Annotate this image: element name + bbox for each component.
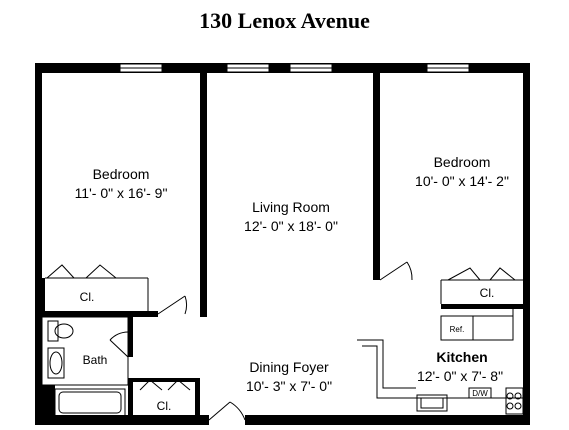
closet-left: [45, 264, 149, 311]
bedroom-left-dims: 11'- 0" x 16'- 9": [75, 185, 168, 201]
bath-fixtures: [41, 316, 129, 417]
dining-foyer-dims: 10'- 3" x 7'- 0": [246, 378, 332, 394]
room-labels: Bedroom 11'- 0" x 16'- 9" Living Room 12…: [75, 154, 509, 413]
living-room-name: Living Room: [252, 199, 330, 215]
bath-label: Bath: [83, 353, 108, 367]
closet-bottom: [139, 379, 191, 391]
plan-title: 130 Lenox Avenue: [199, 8, 370, 33]
interior-walls: [42, 73, 523, 425]
living-room-dims: 12'- 0" x 18'- 0": [244, 218, 338, 234]
closet-right-label: Cl.: [480, 286, 495, 300]
kitchen-counters: [357, 309, 524, 415]
bedroom-right-name: Bedroom: [434, 154, 491, 170]
bedroom-right-dims: 10'- 0" x 14'- 2": [415, 173, 509, 189]
closet-bottom-label: Cl.: [157, 399, 172, 413]
windows: [119, 63, 470, 73]
closet-right: [440, 267, 523, 304]
dining-foyer-name: Dining Foyer: [249, 359, 329, 375]
outer-walls: [35, 63, 530, 425]
dishwasher-label: D/W: [472, 389, 488, 398]
kitchen-dims: 12'- 0" x 7'- 8": [417, 368, 503, 384]
bedroom-left-name: Bedroom: [93, 166, 150, 182]
closet-left-label: Cl.: [80, 290, 95, 304]
refrigerator-label: Ref.: [450, 325, 465, 334]
doors: [109, 261, 413, 421]
kitchen-name: Kitchen: [436, 349, 487, 365]
